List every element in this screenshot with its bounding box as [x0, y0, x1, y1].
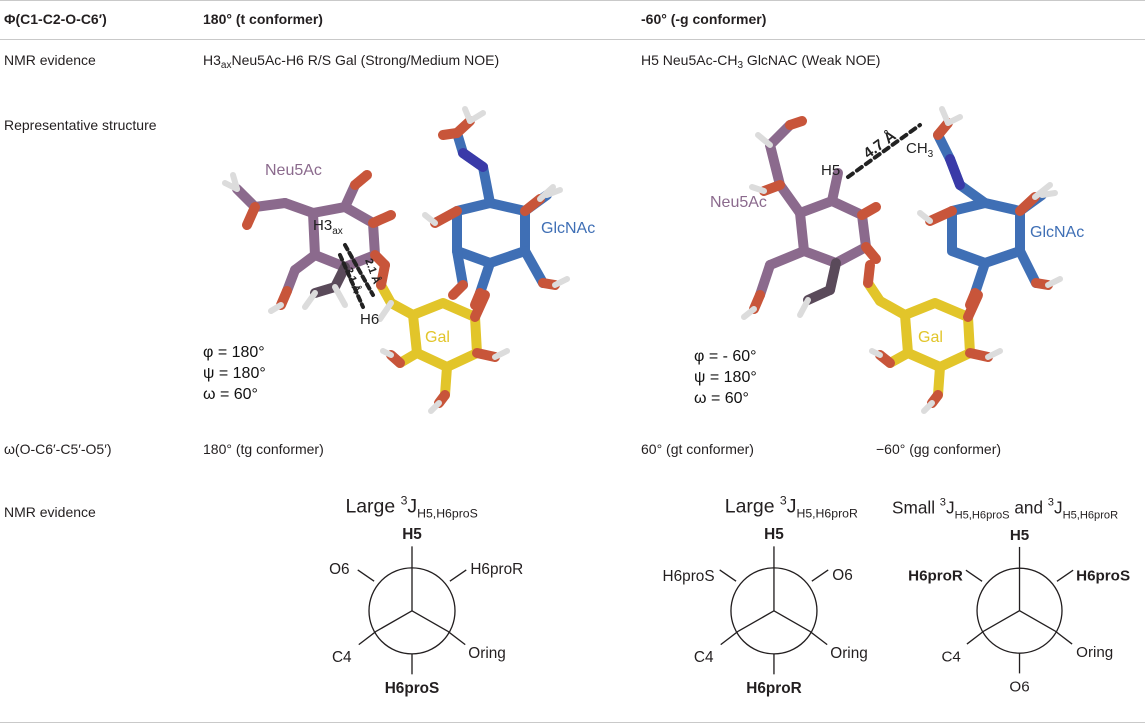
newman-gg-title: Small 3JH5,H6proS and 3JH5,H6proR: [892, 496, 1118, 521]
label-h5-right: H5: [821, 162, 840, 179]
newman-gg-ul: H6proR: [908, 567, 963, 584]
label-phi-left: φ = 180°: [203, 344, 265, 361]
newman-gt-title: Large 3JH5,H6proR: [725, 493, 858, 520]
nmr-evidence-t: H3axNeu5Ac-H6 R/S Gal (Strong/Medium NOE…: [203, 52, 500, 71]
nmr-t-pre: H3: [203, 52, 221, 68]
header-t-conformer: 180° (t conformer): [203, 11, 323, 27]
newman-gg-top: H5: [1010, 527, 1029, 544]
nmr-g-pre: H5 Neu5Ac-CH: [641, 52, 738, 68]
nmr-g-sub: 3: [737, 60, 744, 71]
header-phi: Φ(C1-C2-O-C6′): [4, 11, 107, 27]
newman-tg: Large 3JH5,H6proS H5 H6proS O6 H6proR C4…: [329, 493, 523, 697]
label-phi-right: φ = - 60°: [694, 348, 757, 365]
row-label-nmr-evidence-2: NMR evidence: [4, 504, 96, 520]
newman-gg-lr: Oring: [1076, 644, 1113, 661]
label-gal-right: Gal: [918, 329, 943, 346]
label-glcnac-right: GlcNAc: [1030, 224, 1084, 241]
label-psi-left: ψ = 180°: [203, 365, 266, 382]
omega-gg: −60° (gg conformer): [876, 441, 1002, 457]
header-bottom-rule: [0, 39, 1145, 40]
newman-gt-top: H5: [764, 526, 784, 543]
row-label-nmr-evidence: NMR evidence: [4, 52, 96, 68]
label-gal-left: Gal: [425, 329, 450, 346]
label-h3ax: H3ax: [313, 217, 343, 237]
row-label-representative-structure: Representative structure: [4, 117, 157, 133]
newman-gg-bottom: O6: [1009, 679, 1029, 696]
newman-tg-title: Large 3JH5,H6proS: [345, 493, 477, 520]
row-label-omega: ω(O-C6′-C5′-O5′): [4, 441, 112, 457]
label-neu5ac-left: Neu5Ac: [265, 162, 322, 179]
newman-gt-ll: C4: [694, 649, 714, 666]
newman-tg-bottom: H6proS: [385, 680, 440, 697]
newman-gt: Large 3JH5,H6proR H5 H6proR H6proS O6 C4…: [663, 493, 868, 697]
label-psi-right: ψ = 180°: [694, 369, 757, 386]
table-bottom-rule: [0, 722, 1145, 723]
newman-gg: Small 3JH5,H6proS and 3JH5,H6proR H5 O6 …: [892, 496, 1130, 696]
newman-gt-bottom: H6proR: [746, 680, 801, 697]
label-glcnac-left: GlcNAc: [541, 220, 595, 237]
newman-gt-lr: Oring: [830, 645, 868, 662]
label-omega-right: ω = 60°: [694, 390, 749, 407]
omega-tg: 180° (tg conformer): [203, 441, 324, 457]
newman-tg-top: H5: [402, 526, 422, 543]
label-h6: H6: [360, 311, 379, 328]
newman-tg-ll: C4: [332, 649, 352, 666]
molecule-g-conformer: Neu5Ac GlcNAc Gal H5 CH3 4.7 Å φ = - 60°…: [694, 106, 1084, 414]
newman-tg-ul: O6: [329, 561, 349, 578]
nmr-t-post: Neu5Ac-H6 R/S Gal (Strong/Medium NOE): [231, 52, 500, 68]
neu5ac-sticks-right: [755, 120, 871, 300]
label-omega-left: ω = 60°: [203, 386, 258, 403]
omega-gt: 60° (gt conformer): [641, 441, 754, 457]
newman-gg-ur: H6proS: [1076, 567, 1130, 584]
label-dist-47: 4.7 Å: [860, 127, 899, 162]
table-top-rule: [0, 0, 1145, 1]
newman-gt-ur: O6: [832, 567, 852, 584]
label-neu5ac-right: Neu5Ac: [710, 194, 767, 211]
newman-tg-ur: H6proR: [470, 561, 523, 578]
label-ch3-right: CH3: [906, 140, 934, 160]
nmr-t-sub: ax: [220, 60, 232, 71]
newman-tg-lr: Oring: [468, 645, 506, 662]
header-g-conformer: -60° (-g conformer): [641, 11, 767, 27]
molecule-t-conformer: Neu5Ac GlcNAc Gal H3ax H6 2.1 Å 3.1 Å φ …: [203, 106, 595, 414]
nmr-evidence-g: H5 Neu5Ac-CH3 GlcNAC (Weak NOE): [641, 52, 881, 71]
newman-gt-ul: H6proS: [663, 568, 715, 585]
nmr-g-post: GlcNAC (Weak NOE): [743, 52, 881, 68]
newman-gg-ll: C4: [941, 648, 960, 665]
